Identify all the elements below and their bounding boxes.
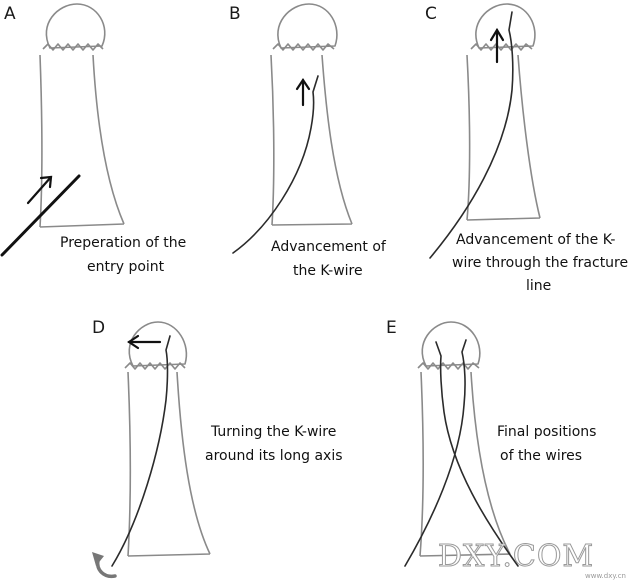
panel-b: B Advancement of the K-wire <box>229 3 390 279</box>
panel-c: C Advancement of the K- wire through the… <box>425 3 633 294</box>
panel-b-bone-head <box>277 3 338 49</box>
panel-d-caption-line-2: around its long axis <box>205 448 343 464</box>
panel-e: E Final positions of the wires <box>386 318 601 567</box>
panel-b-caption-line-2: the K-wire <box>293 263 363 279</box>
panel-c-bone-head <box>475 3 536 49</box>
panel-e-k-wire-1 <box>404 339 467 567</box>
panel-b-k-wire <box>232 75 319 254</box>
panel-c-k-wire <box>429 11 514 259</box>
panel-e-bone-head <box>421 321 481 367</box>
panel-a-bone-shaft <box>39 54 125 228</box>
panel-c-fracture-line <box>470 43 533 51</box>
panel-e-caption-line-2: of the wires <box>500 448 582 464</box>
panel-d-direction-arrow <box>127 334 162 350</box>
panel-a-bone-head <box>45 3 106 49</box>
watermark-text: DXY.COM <box>438 539 594 574</box>
panel-d-letter: D <box>92 318 105 338</box>
panel-d-bone-shaft <box>127 371 211 557</box>
panel-a-caption-line-1: Preperation of the <box>60 235 186 251</box>
panel-e-caption-line-1: Final positions <box>497 424 596 440</box>
panel-a-fracture-line <box>42 43 104 51</box>
panel-b-caption: Advancement of the K-wire <box>271 239 390 279</box>
panel-c-caption-line-3: line <box>526 278 551 294</box>
panel-c-caption-line-2: wire through the fracture <box>452 255 628 271</box>
panel-d-caption-line-1: Turning the K-wire <box>210 424 336 440</box>
panel-a-caption: Preperation of the entry point <box>60 235 191 275</box>
panel-e-letter: E <box>386 318 397 338</box>
watermark: DXY.COM www.dxy.cn <box>438 539 627 581</box>
panel-a-caption-line-2: entry point <box>87 259 165 275</box>
panel-b-letter: B <box>229 4 241 24</box>
panel-a-k-wire <box>0 174 81 257</box>
panel-e-fracture-line <box>417 362 480 370</box>
panel-b-direction-arrow <box>295 78 311 107</box>
panel-a: A Preperation of the entry point <box>0 3 191 275</box>
panel-a-letter: A <box>4 4 16 24</box>
panel-d-bone-head <box>128 321 188 367</box>
panel-c-bone-shaft <box>466 54 541 221</box>
panel-d-fracture-line <box>124 362 186 370</box>
panel-d-rotation-arrow-icon <box>92 552 117 579</box>
panel-d-caption: Turning the K-wire around its long axis <box>205 424 343 464</box>
panel-b-fracture-line <box>272 43 335 51</box>
panel-e-k-wire-2 <box>435 341 519 567</box>
panel-a-direction-arrow <box>26 175 53 205</box>
panel-e-caption: Final positions of the wires <box>497 424 601 464</box>
watermark-subtext: www.dxy.cn <box>585 572 626 580</box>
panel-c-letter: C <box>425 4 437 24</box>
panel-c-caption-line-1: Advancement of the K- <box>456 232 615 248</box>
panel-b-caption-line-1: Advancement of <box>271 239 387 255</box>
panel-d: D Turning the K-wire around its long axi… <box>92 318 343 579</box>
panel-c-caption: Advancement of the K- wire through the f… <box>452 232 633 294</box>
panel-d-k-wire <box>111 335 171 567</box>
panel-c-direction-arrow <box>489 27 505 64</box>
panel-b-bone-shaft <box>270 54 353 226</box>
